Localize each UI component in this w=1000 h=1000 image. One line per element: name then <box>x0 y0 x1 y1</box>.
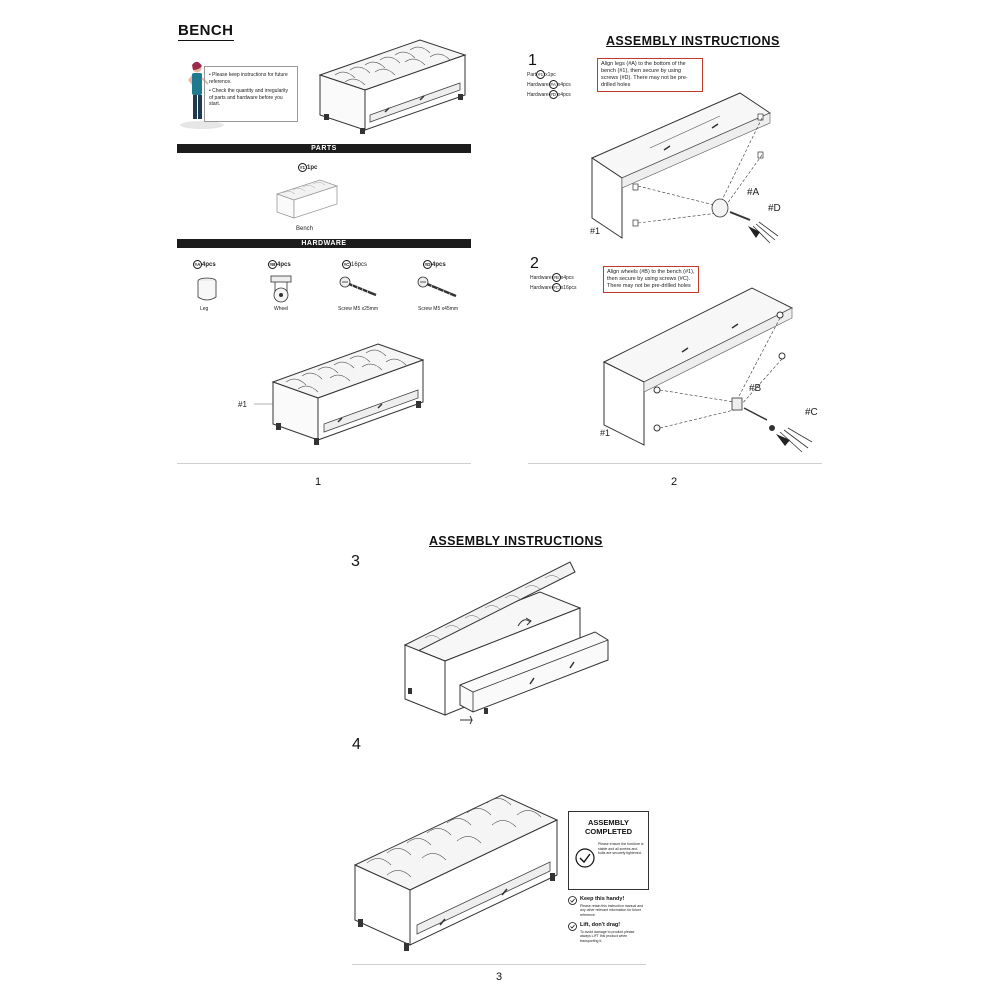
bench-illustration-main <box>254 343 425 445</box>
wheel-icon <box>270 275 292 303</box>
hardware-d-badge: #D <box>423 260 432 269</box>
step2-diagram <box>602 287 813 453</box>
page2-divider <box>528 463 822 464</box>
completed-title: ASSEMBLY COMPLETED <box>584 818 633 836</box>
part-label: Bench <box>296 226 314 232</box>
page1-number: 1 <box>315 476 322 488</box>
tip1-text: Please retain this instruction manual an… <box>580 904 644 917</box>
page2-header: ASSEMBLY INSTRUCTIONS <box>606 34 780 48</box>
step1-item-1-badge: #1 <box>536 70 546 79</box>
step3-number: 3 <box>351 553 360 570</box>
step1-number: 1 <box>528 52 537 69</box>
page3-number: 3 <box>496 971 503 983</box>
bench-illustration-top <box>318 39 467 134</box>
step1-diagram <box>590 92 779 244</box>
hardware-b-badge: #B <box>268 260 277 269</box>
step2-item-1-badge: #B <box>551 273 561 282</box>
step1-note: Align legs (#A) to the bottom of the ben… <box>597 58 703 92</box>
screw-icon <box>417 276 457 298</box>
hardware-d-qty: 4pcs <box>432 262 446 269</box>
step1-label-d: #D <box>768 203 781 214</box>
hardware-a-label: Leg <box>200 306 209 312</box>
step1-item-2-badge: #A <box>548 79 558 89</box>
parts-bar: PARTS <box>177 144 471 153</box>
step2-label-b: #B <box>749 383 762 394</box>
step2-label-c: #C <box>805 407 818 418</box>
part-code-badge: #1 <box>298 163 307 172</box>
hardware-a-badge: #A <box>193 260 202 269</box>
part-bench-icon <box>275 179 339 219</box>
completed-text: Please ensure the furniture is stable an… <box>598 842 644 856</box>
hardware-a-qty: 4pcs <box>202 262 216 269</box>
leg-icon <box>197 277 217 301</box>
page3-divider <box>352 964 646 965</box>
long-screw-icon <box>339 276 377 297</box>
hardware-c-label: Screw M5 x25mm <box>338 306 379 312</box>
check-icon <box>568 896 577 905</box>
page2-number: 2 <box>671 476 678 488</box>
woman-figure-icon <box>180 61 224 129</box>
step2-item-2-badge: #C <box>551 282 561 292</box>
step2-number: 2 <box>530 255 539 272</box>
check-icon <box>568 922 577 931</box>
step1-item-3-badge: #D <box>548 89 558 99</box>
hardware-c-qty: 16pcs <box>351 262 368 269</box>
note-1: • Please keep instructions for future re… <box>209 72 288 85</box>
part-qty: 1pc <box>307 165 318 172</box>
step2-label-1: #1 <box>600 428 611 438</box>
step4-number: 4 <box>352 736 361 753</box>
check-circle-icon <box>575 848 595 868</box>
page1-title: BENCH <box>178 22 234 39</box>
tip2-text: To avoid damage to product please always… <box>580 930 635 943</box>
step3-diagram <box>403 561 609 725</box>
hardware-bar: HARDWARE <box>177 239 471 248</box>
hardware-c-badge: #C <box>342 260 351 269</box>
step1-label-a: #A <box>747 187 760 198</box>
tip2-title: Lift, don't drag! <box>580 922 621 928</box>
hardware-b-label: Wheel <box>274 306 289 312</box>
bench-callout: #1 <box>238 400 247 409</box>
title-underline <box>178 40 234 41</box>
page3-header: ASSEMBLY INSTRUCTIONS <box>429 534 603 548</box>
step2-note: Align wheels (#B) to the bench (#1), the… <box>603 266 699 293</box>
intro-panel: • Please keep instructions for future re… <box>180 58 302 130</box>
step1-label-1: #1 <box>590 226 601 236</box>
hardware-d-label: Screw M5 x45mm <box>418 306 459 312</box>
step4-diagram <box>353 794 559 951</box>
tip1-title: Keep this handy! <box>580 896 625 902</box>
page1-divider <box>177 463 471 464</box>
hardware-b-qty: 4pcs <box>277 262 291 269</box>
note-2: • Check the quantity and irregularity of… <box>209 88 289 107</box>
notes-box: • Please keep instructions for future re… <box>204 66 298 122</box>
assembly-completed-card: ASSEMBLY COMPLETED Please ensure the fur… <box>568 811 649 890</box>
